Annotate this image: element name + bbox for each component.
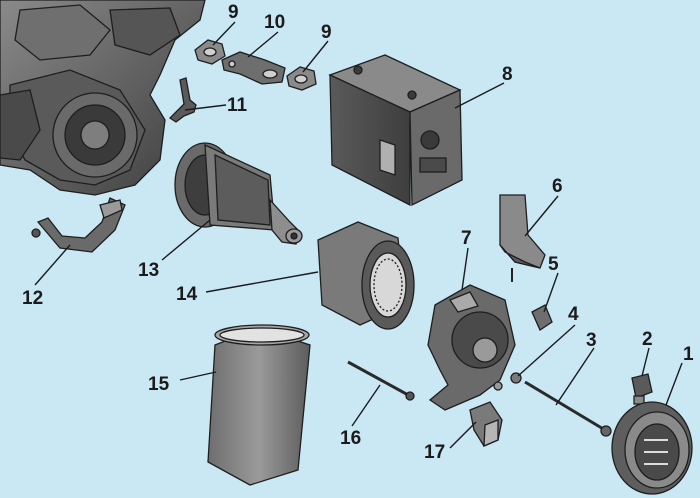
- callout-12: 12: [22, 288, 43, 309]
- callout-9-left: 9: [228, 2, 239, 23]
- part-12-band-bracket: [31, 197, 126, 253]
- callout-9-right: 9: [321, 22, 332, 43]
- part-17-cover-piece: [469, 401, 503, 448]
- callout-14: 14: [176, 284, 198, 305]
- callout-2: 2: [642, 329, 653, 350]
- part-9-gasket-left: [194, 39, 226, 65]
- part-6-bracket: [499, 194, 546, 282]
- part-8-control-box: [328, 54, 463, 207]
- part-16-rod: [347, 360, 415, 401]
- engine-block: [0, 0, 206, 196]
- part-7-end-bracket: [427, 284, 516, 411]
- part-10-plate: [221, 51, 286, 85]
- part-5-clip: [531, 304, 553, 331]
- callout-10: 10: [264, 12, 285, 33]
- part-1-end-cover: [611, 401, 693, 495]
- part-3-through-bolt: [524, 380, 612, 437]
- callout-13: 13: [138, 260, 159, 281]
- callout-5: 5: [548, 254, 559, 275]
- part-9-gasket-right: [286, 66, 317, 91]
- part-14-stator: [317, 221, 415, 330]
- part-13-rotor: [174, 142, 303, 245]
- callout-17: 17: [424, 442, 445, 463]
- part-15-sleeve: [207, 324, 311, 486]
- callout-15: 15: [148, 374, 170, 395]
- callout-1: 1: [683, 344, 694, 365]
- callout-16: 16: [340, 428, 361, 449]
- callout-11: 11: [227, 95, 248, 116]
- callout-8: 8: [502, 64, 513, 85]
- callout-3: 3: [586, 330, 597, 351]
- callout-7: 7: [461, 228, 472, 249]
- part-11-hook-bracket: [168, 77, 197, 123]
- callout-6: 6: [552, 176, 563, 197]
- leader-lines: [34, 21, 683, 449]
- callout-labels: 1 2 3 4 5 6 7 8 9 9 10 11 12 13 14 15 16…: [22, 2, 694, 463]
- part-2-connector: [631, 373, 653, 405]
- callout-4: 4: [568, 304, 579, 325]
